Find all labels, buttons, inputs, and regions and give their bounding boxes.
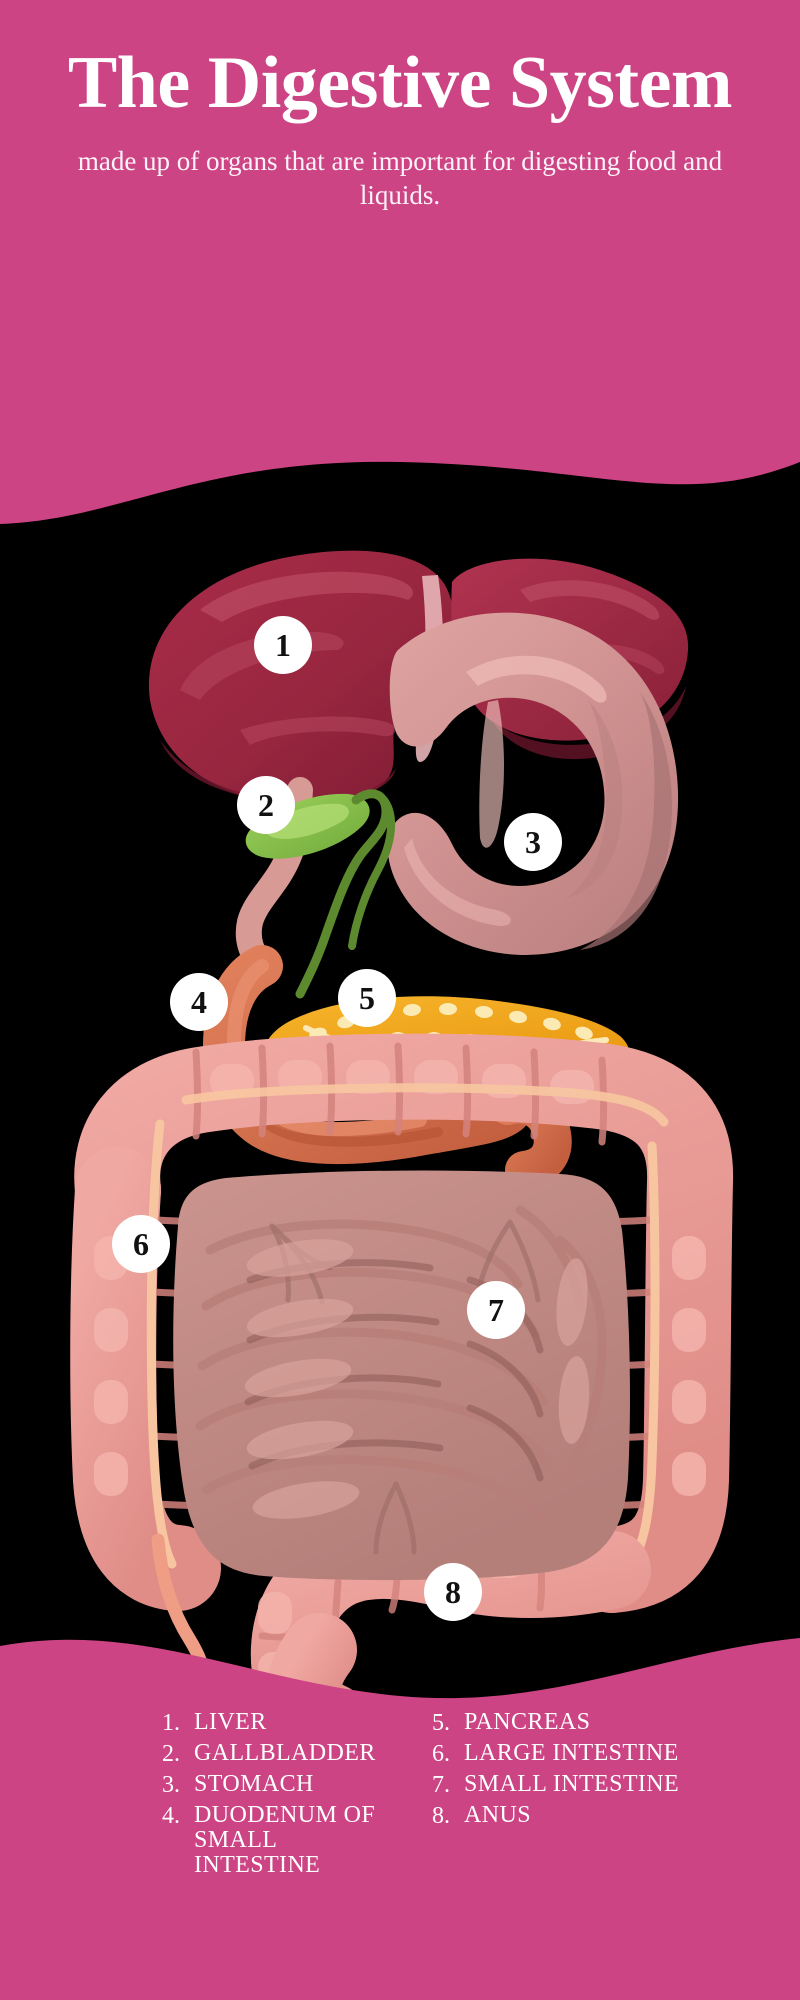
callout-number-6: 6 (133, 1226, 149, 1262)
legend-number: 4. (162, 1802, 180, 1829)
legend-number: 3. (162, 1771, 180, 1798)
callout-badge-3[interactable]: 3 (504, 813, 562, 871)
legend-label: PANCREAS (464, 1709, 591, 1735)
legend-number: 2. (162, 1740, 180, 1767)
legend-label: SMALL INTESTINE (464, 1770, 680, 1797)
legend-column-left: 1. LIVER 2. GALLBLADDER 3. STOMACH 4. DU… (100, 1709, 400, 2000)
legend-label: DUODENUM OF SMALL INTESTINE (194, 1801, 376, 1878)
legend-item-large-intestine[interactable]: 6. LARGE INTESTINE (432, 1739, 700, 1768)
digestive-system-illustration (0, 400, 800, 1720)
callout-badge-6[interactable]: 6 (112, 1215, 170, 1273)
organs-artwork (70, 550, 734, 1720)
callout-badge-2[interactable]: 2 (237, 776, 295, 834)
legend-item-gallbladder[interactable]: 2. GALLBLADDER (162, 1739, 400, 1768)
callout-badge-1[interactable]: 1 (254, 616, 312, 674)
legend-label: LIVER (194, 1709, 267, 1735)
legend-number: 6. (432, 1740, 450, 1767)
callout-badge-8[interactable]: 8 (424, 1563, 482, 1621)
footer-wave-shape (0, 1638, 800, 2000)
legend-number: 5. (432, 1710, 450, 1736)
legend-item-small-intestine[interactable]: 7. SMALL INTESTINE (432, 1770, 700, 1799)
legend-column-right: 5. PANCREAS 6. LARGE INTESTINE 7. SMALL … (400, 1709, 700, 2000)
callout-badge-5[interactable]: 5 (338, 969, 396, 1027)
legend-label: STOMACH (194, 1770, 314, 1797)
legend-number: 1. (162, 1710, 180, 1736)
header-band: The Digestive System made up of organs t… (0, 0, 800, 540)
callout-number-4: 4 (191, 984, 207, 1020)
callout-number-2: 2 (258, 787, 274, 823)
header-wave-shape (0, 0, 800, 524)
legend-number: 7. (432, 1771, 450, 1798)
callout-number-1: 1 (275, 627, 291, 663)
callout-badge-4[interactable]: 4 (170, 973, 228, 1031)
callout-number-5: 5 (359, 980, 375, 1016)
legend-label: ANUS (464, 1801, 531, 1828)
legend-item-stomach[interactable]: 3. STOMACH (162, 1770, 400, 1799)
page-subtitle: made up of organs that are important for… (77, 145, 723, 210)
small-intestine-organ (173, 1170, 630, 1581)
legend-number: 8. (432, 1802, 450, 1829)
callout-number-8: 8 (445, 1574, 461, 1610)
footer-band: 1. LIVER 2. GALLBLADDER 3. STOMACH 4. DU… (0, 1600, 800, 2000)
legend-item-liver[interactable]: 1. LIVER (162, 1709, 400, 1737)
legend-label: GALLBLADDER (194, 1739, 376, 1766)
callout-badge-7[interactable]: 7 (467, 1281, 525, 1339)
callout-number-7: 7 (488, 1292, 504, 1328)
gallbladder-organ (245, 789, 396, 999)
stomach-organ (387, 612, 679, 955)
callout-number-3: 3 (525, 824, 541, 860)
page-title: The Digestive System (67, 42, 733, 124)
organ-legend: 1. LIVER 2. GALLBLADDER 3. STOMACH 4. DU… (0, 1600, 800, 2000)
legend-item-anus[interactable]: 8. ANUS (432, 1801, 700, 1830)
legend-label: LARGE INTESTINE (464, 1739, 679, 1766)
header-text-block: The Digestive System made up of organs t… (0, 0, 800, 212)
legend-item-pancreas[interactable]: 5. PANCREAS (432, 1709, 700, 1737)
legend-item-duodenum[interactable]: 4. DUODENUM OF SMALL INTESTINE (162, 1801, 400, 1879)
